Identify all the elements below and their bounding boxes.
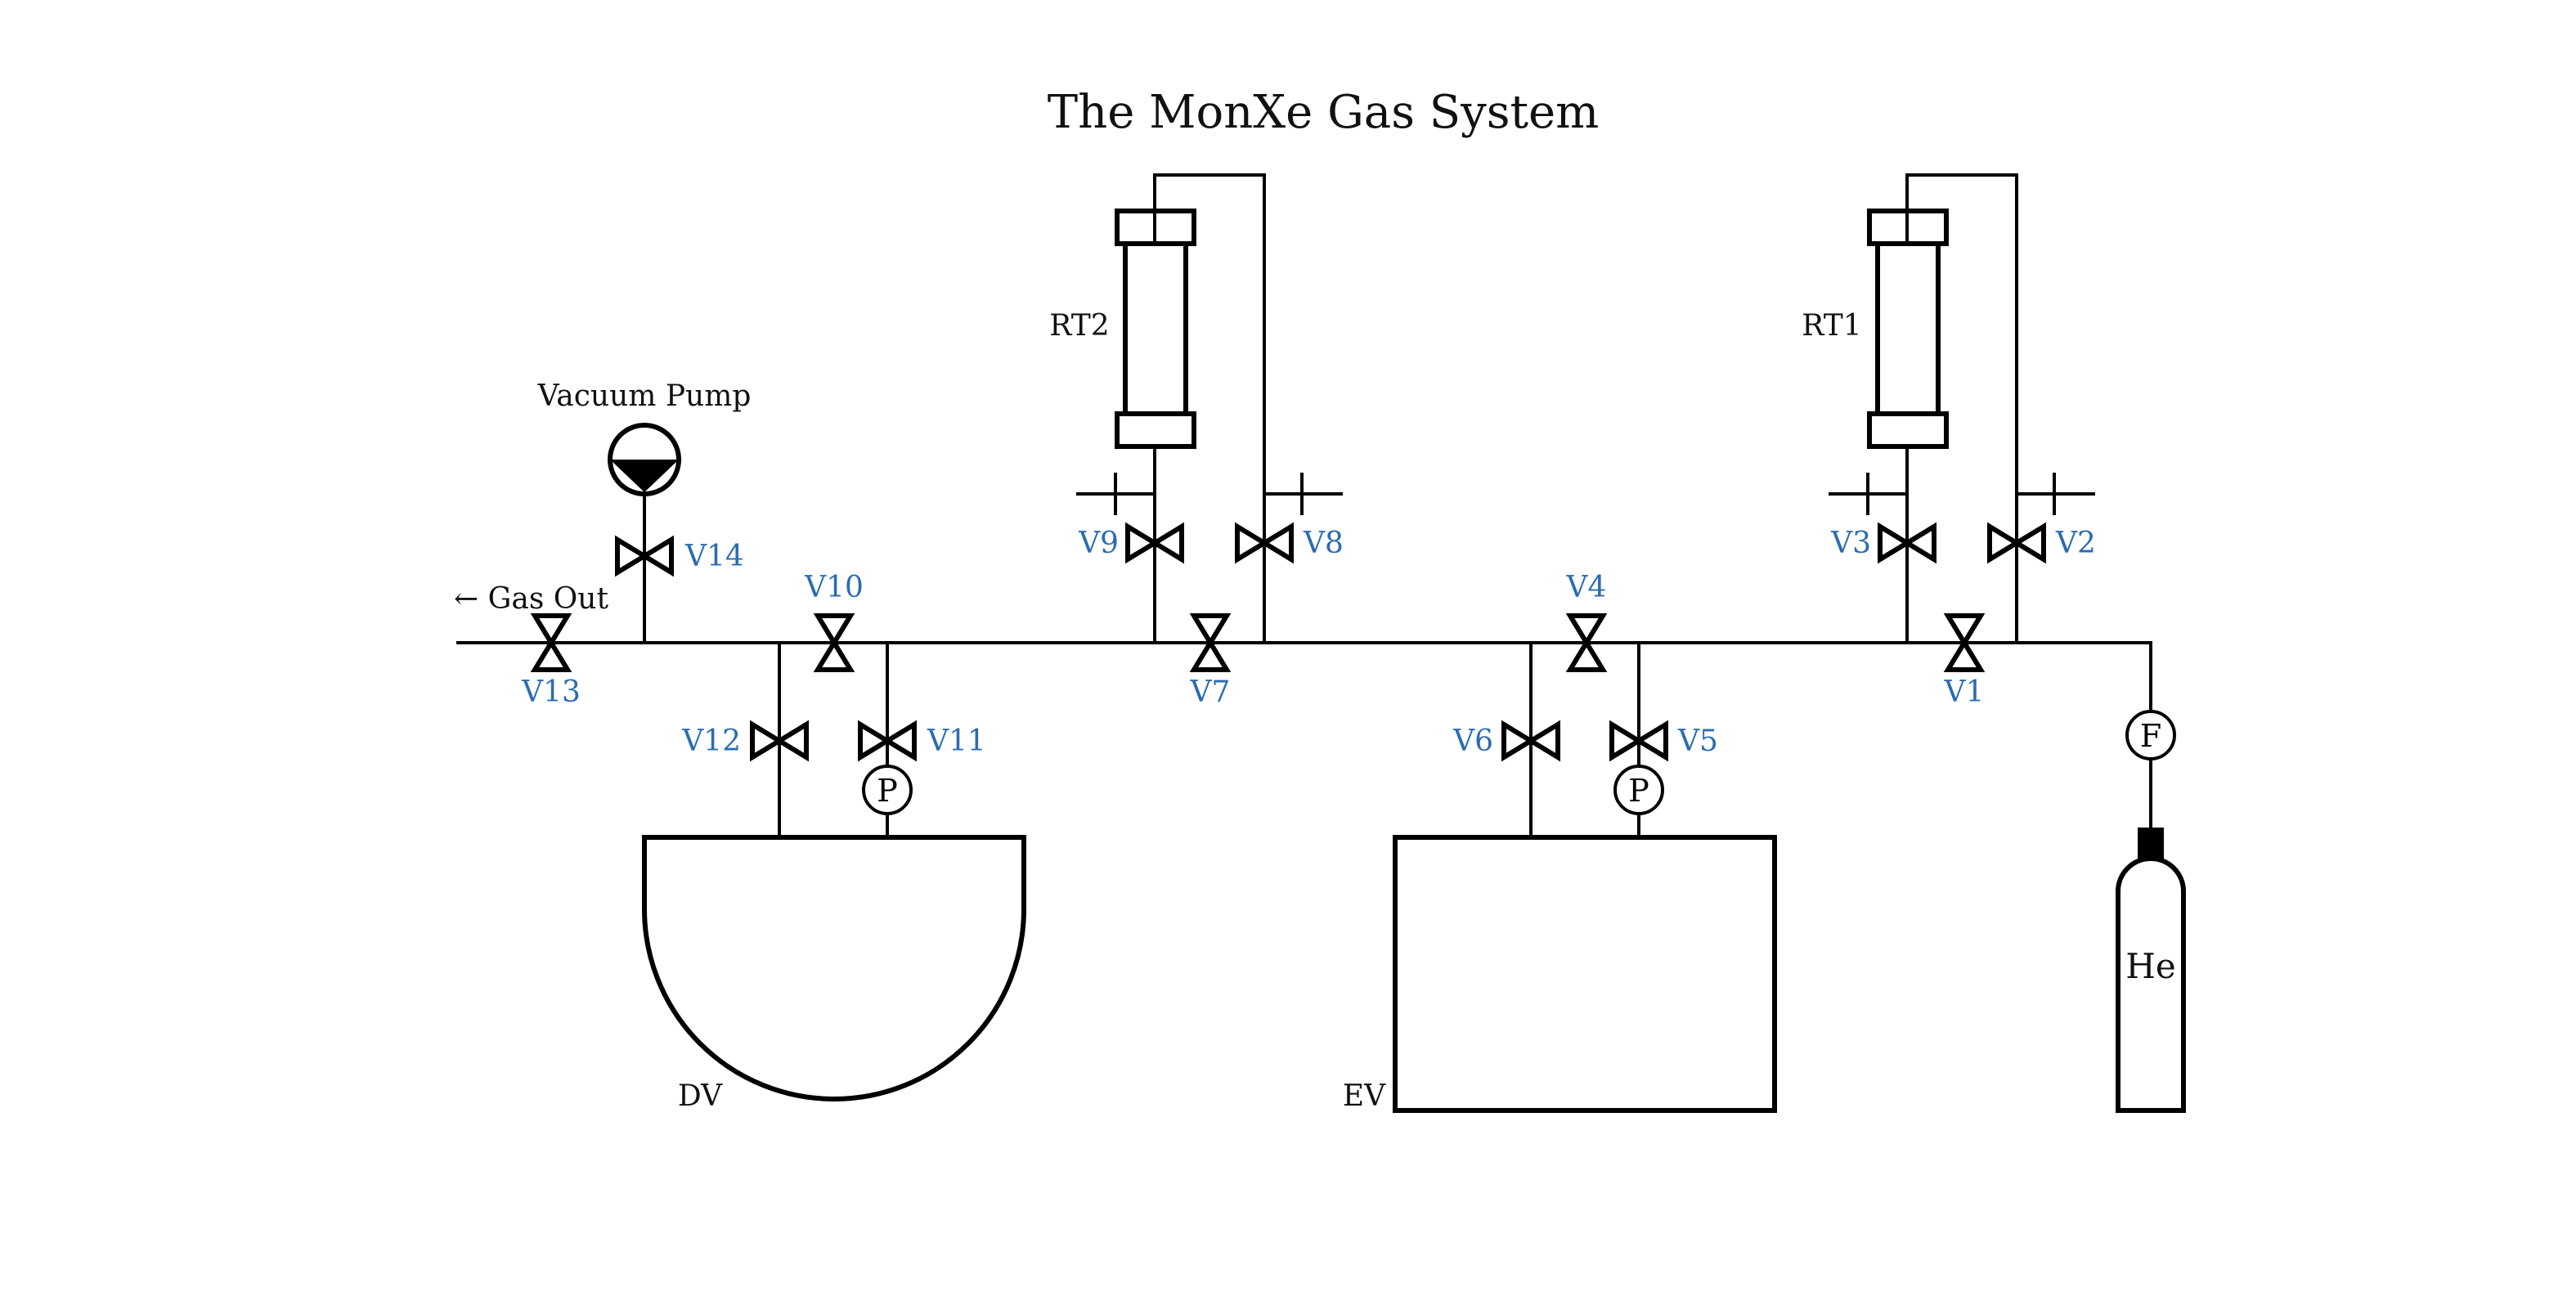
he-label: He	[2125, 946, 2175, 986]
pressure-gauge-ev-icon: P	[1613, 765, 1664, 815]
valve-v14[interactable]: V14	[615, 535, 744, 577]
vacuum-pump-label: Vacuum Pump	[537, 379, 752, 413]
valve-v14-label: V14	[684, 540, 744, 573]
valve-v12-label: V12	[681, 725, 741, 758]
valve-v4-icon[interactable]	[1565, 613, 1608, 672]
valve-v8[interactable]: V8	[1235, 522, 1344, 564]
ev-vessel	[1393, 835, 1777, 1113]
dv-vessel	[642, 835, 1026, 1101]
svg-text:P: P	[877, 773, 898, 809]
valve-v8-label: V8	[1303, 527, 1344, 560]
flow-meter-icon: F	[2125, 710, 2176, 760]
valve-v6-icon[interactable]	[1501, 720, 1560, 762]
valve-v2-label: V2	[2055, 527, 2096, 560]
valve-v13-label: V13	[521, 675, 581, 709]
valve-v6[interactable]: V6	[1452, 720, 1560, 762]
svg-text:F: F	[2140, 718, 2161, 754]
valve-v1-icon[interactable]	[1943, 613, 1986, 672]
valve-v5[interactable]: V5	[1609, 720, 1718, 762]
rt1-purifier	[1867, 209, 1949, 449]
valve-v7-icon[interactable]	[1189, 613, 1232, 672]
valve-v8-icon[interactable]	[1235, 522, 1294, 564]
pressure-gauge-dv-icon: P	[862, 765, 913, 815]
valve-v1-label: V1	[1944, 675, 1985, 709]
valve-v10[interactable]: V10	[804, 571, 864, 672]
valve-v11-label: V11	[927, 725, 986, 758]
rt1-label: RT1	[1802, 309, 1861, 343]
valve-v9[interactable]: V9	[1078, 522, 1184, 564]
valve-v4-label: V4	[1566, 571, 1607, 604]
valve-v2-icon[interactable]	[1987, 522, 2046, 564]
valve-v4[interactable]: V4	[1565, 571, 1608, 672]
gas-out-label: ← Gas Out	[454, 582, 608, 616]
valve-v13-icon[interactable]	[530, 613, 572, 672]
valve-v11-icon[interactable]	[858, 720, 917, 762]
valve-v11[interactable]: V11	[858, 720, 986, 762]
rt2-purifier	[1115, 209, 1196, 449]
valve-v14-icon[interactable]	[615, 535, 674, 577]
valve-v1[interactable]: V1	[1943, 613, 1986, 709]
valve-v3-icon[interactable]	[1878, 522, 1936, 564]
valve-v6-label: V6	[1452, 725, 1493, 758]
valve-v7[interactable]: V7	[1189, 613, 1232, 709]
valve-v10-icon[interactable]	[813, 613, 855, 672]
valve-v3[interactable]: V3	[1830, 522, 1936, 564]
vacuum-pump-icon[interactable]	[608, 423, 681, 496]
diagram-title: The MonXe Gas System	[1048, 86, 1599, 139]
rt2-label: RT2	[1049, 309, 1109, 343]
valve-v10-label: V10	[804, 571, 864, 604]
dv-label: DV	[678, 1079, 723, 1113]
valve-v5-label: V5	[1677, 725, 1718, 758]
valve-v9-icon[interactable]	[1125, 522, 1184, 564]
he-gas-bottle	[2116, 828, 2186, 1113]
valve-v2[interactable]: V2	[1987, 522, 2096, 564]
valve-v12-icon[interactable]	[750, 720, 809, 762]
valve-v3-label: V3	[1830, 527, 1871, 560]
valve-v5-icon[interactable]	[1609, 720, 1668, 762]
ev-label: EV	[1343, 1079, 1386, 1113]
valve-v7-label: V7	[1190, 675, 1231, 709]
svg-text:P: P	[1628, 773, 1649, 809]
valve-v9-label: V9	[1078, 527, 1119, 560]
valve-v13[interactable]: V13	[521, 613, 581, 709]
valve-v12[interactable]: V12	[681, 720, 809, 762]
